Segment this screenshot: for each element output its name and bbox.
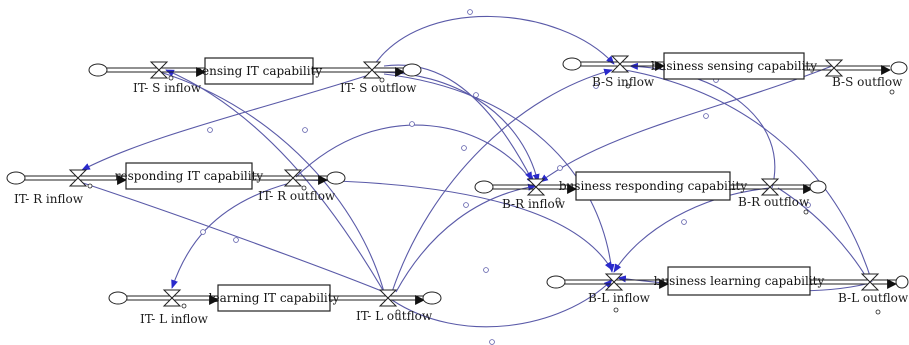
sink-cloud-icon bbox=[895, 275, 909, 289]
flow-it-l-outflow-label: IT- L outflow bbox=[356, 309, 433, 323]
source-cloud-icon bbox=[546, 275, 566, 289]
stock-responding-it-label: responding IT capability bbox=[115, 169, 264, 183]
link-its-outflow-to-bs-inflow bbox=[371, 15, 615, 69]
link-itr-outflow-to-itl-inflow bbox=[171, 182, 291, 289]
link-bs-outflow-to-br-inflow bbox=[539, 65, 833, 183]
link-itl-outflow-to-its-inflow bbox=[165, 69, 385, 293]
valve-icon bbox=[162, 289, 182, 307]
link-itl-outflow-to-br-inflow bbox=[395, 183, 537, 293]
stock-business-responding[interactable] bbox=[575, 171, 731, 201]
flow-br-outflow-label: B-R outflow bbox=[738, 195, 810, 209]
valve-icon bbox=[760, 178, 780, 196]
source-cloud-icon bbox=[88, 63, 108, 77]
valve-icon bbox=[378, 289, 398, 307]
sink-cloud-icon bbox=[326, 171, 346, 185]
stock-business-learning[interactable] bbox=[667, 266, 811, 296]
link-bs-inflow-to-bl-outflow bbox=[624, 69, 873, 283]
stock-business-responding-label: business responding capability bbox=[559, 179, 747, 193]
stock-business-sensing-label: business sensing capability bbox=[651, 59, 817, 73]
flow-bl-inflow-label: B-L inflow bbox=[588, 291, 651, 305]
stock-learning-it[interactable] bbox=[217, 284, 331, 312]
flow-bl-outflow-label: B-L outflow bbox=[838, 291, 909, 305]
flow-it-s-outflow-label: IT- S outflow bbox=[340, 81, 417, 95]
sink-cloud-icon bbox=[809, 180, 827, 194]
valve-icon bbox=[610, 55, 630, 73]
responding-it-subsystem: responding IT capability IT- R inflow IT… bbox=[6, 162, 346, 206]
flow-it-r-outflow-label: IT- R outflow bbox=[258, 189, 336, 203]
valve-icon bbox=[362, 61, 382, 79]
valve-icon bbox=[860, 273, 880, 291]
link-its-outflow-to-bl-inflow bbox=[383, 73, 615, 273]
link-itr-outflow-to-bl-inflow bbox=[299, 179, 613, 271]
sink-cloud-icon bbox=[402, 63, 422, 77]
link-itl-outflow-to-bl-inflow bbox=[391, 279, 613, 328]
source-cloud-icon bbox=[6, 171, 26, 185]
link-itl-outflow-to-bs-inflow bbox=[391, 68, 613, 293]
stock-business-learning-label: business learning capability bbox=[654, 274, 825, 288]
source-cloud-icon bbox=[108, 291, 128, 305]
flow-bs-outflow-label: B-S outflow bbox=[832, 75, 903, 89]
valve-icon bbox=[149, 61, 169, 79]
learning-it-subsystem: learning IT capability IT- L inflow IT- … bbox=[108, 284, 442, 326]
flow-it-s-inflow-label: IT- S inflow bbox=[133, 81, 202, 95]
valve-icon bbox=[283, 169, 303, 187]
business-responding-subsystem: business responding capability B-R inflo… bbox=[474, 171, 827, 215]
flow-bs-inflow-label: B-S inflow bbox=[592, 75, 655, 89]
valve-icon bbox=[526, 178, 546, 196]
sensing-it-subsystem: sensing IT capability IT- S inflow IT- S… bbox=[88, 57, 422, 95]
business-learning-subsystem: business learning capability B-L inflow … bbox=[546, 266, 909, 315]
stock-learning-it-label: learning IT capability bbox=[209, 291, 340, 305]
source-cloud-icon bbox=[562, 57, 582, 71]
causal-links bbox=[79, 15, 873, 328]
flow-br-inflow-label: B-R inflow bbox=[502, 197, 566, 211]
sink-cloud-icon bbox=[890, 61, 908, 75]
source-cloud-icon bbox=[474, 180, 494, 194]
link-its-outflow-to-br-inflow-2 bbox=[383, 64, 533, 181]
sink-cloud-icon bbox=[422, 291, 442, 305]
valve-icon bbox=[604, 273, 624, 291]
flow-it-r-inflow-label: IT- R inflow bbox=[14, 192, 84, 206]
stock-sensing-it[interactable] bbox=[204, 57, 314, 85]
valve-icon bbox=[68, 169, 88, 187]
link-handles bbox=[200, 9, 811, 345]
business-sensing-subsystem: business sensing capability B-S inflow B… bbox=[562, 52, 908, 95]
stock-responding-it[interactable] bbox=[125, 162, 253, 190]
link-itr-outflow-to-br-inflow bbox=[295, 124, 535, 185]
link-br-outflow-to-bl-inflow bbox=[613, 187, 771, 273]
stock-sensing-it-label: sensing IT capability bbox=[196, 64, 322, 78]
flow-it-l-inflow-label: IT- L inflow bbox=[140, 312, 209, 326]
valve-icon bbox=[824, 59, 844, 77]
link-its-outflow-to-itr-inflow bbox=[81, 73, 373, 171]
link-itr-inflow-to-itl-outflow bbox=[79, 181, 385, 293]
link-br-outflow-to-bl-outflow bbox=[777, 187, 869, 281]
